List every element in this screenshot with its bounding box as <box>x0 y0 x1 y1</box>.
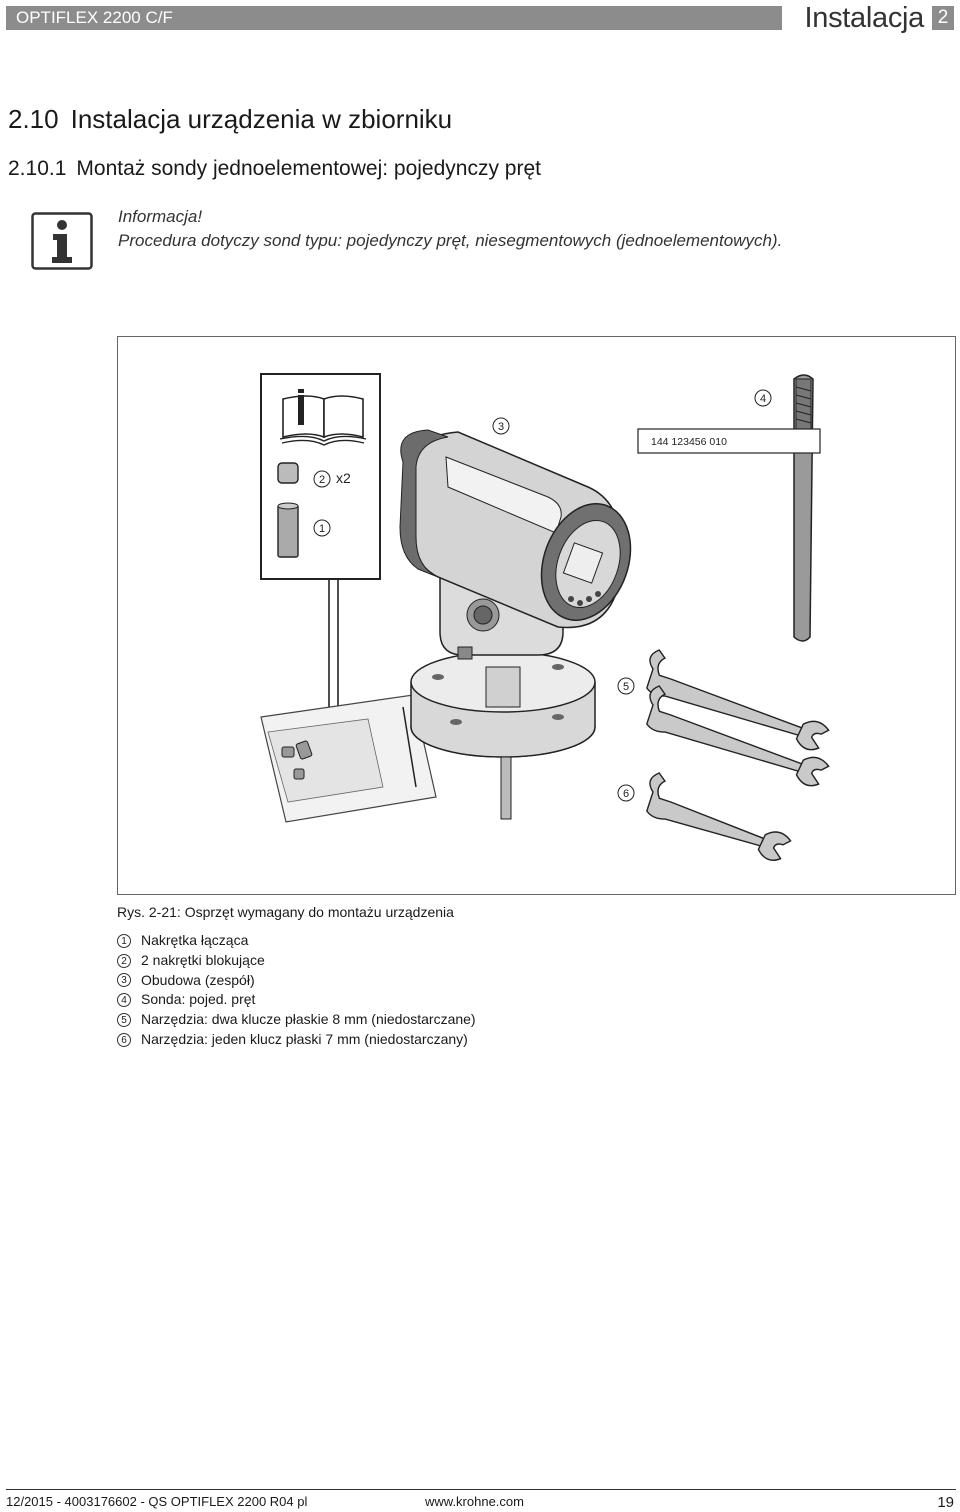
callout-3: 3 <box>498 421 504 433</box>
section-title: Instalacja <box>804 1 924 34</box>
footer-divider <box>6 1489 956 1490</box>
legend-item: 5 Narzędzia: dwa klucze płaskie 8 mm (ni… <box>117 1010 476 1030</box>
subsection-heading-title: Montaż sondy jednoelementowej: pojedyncz… <box>76 157 541 180</box>
footer-page-number: 19 <box>937 1494 954 1511</box>
callout-5: 5 <box>623 681 629 693</box>
manual-box <box>260 373 381 717</box>
footer-doc-ref: 12/2015 - 4003176602 - QS OPTIFLEX 2200 … <box>6 1494 308 1509</box>
section-heading-number: 2.10 <box>8 104 59 134</box>
multiplier-label: x2 <box>336 470 351 486</box>
figure-caption: Rys. 2-21: Osprzęt wymagany do montażu u… <box>117 904 454 920</box>
legend-text: Narzędzia: jeden klucz płaski 7 mm (nied… <box>141 1030 468 1047</box>
legend-text: 2 nakrętki blokujące <box>141 951 265 968</box>
info-title: Informacja! <box>118 207 203 226</box>
legend-item: 2 2 nakrętki blokujące <box>117 951 476 971</box>
figure-illustration: 144 123456 010 x2 2 1 3 4 5 6 <box>260 373 830 861</box>
header-product-bar: OPTIFLEX 2200 C/F <box>6 6 782 30</box>
legend-text: Nakrętka łącząca <box>141 932 249 948</box>
subsection-heading-number: 2.10.1 <box>8 157 67 180</box>
legend-item: 6 Narzędzia: jeden klucz płaski 7 mm (ni… <box>117 1030 476 1050</box>
legend-text: Sonda: pojed. pręt <box>141 991 256 1008</box>
legend-number: 1 <box>117 933 131 948</box>
figure-legend: 1 Nakrętka łącząca 2 2 nakrętki blokując… <box>117 931 476 1050</box>
wrenches <box>646 649 830 861</box>
section-heading: 2.10 Instalacja urządzenia w zbiorniku <box>8 104 452 135</box>
legend-number: 5 <box>117 1013 131 1028</box>
figure-labels: 144 123456 010 x2 2 1 3 4 5 6 <box>313 389 772 802</box>
accessory-bag <box>260 694 437 823</box>
legend-item: 3 Obudowa (zespół) <box>117 971 476 991</box>
legend-number: 3 <box>117 973 131 988</box>
callout-2: 2 <box>319 474 325 486</box>
legend-number: 4 <box>117 993 131 1008</box>
product-name: OPTIFLEX 2200 C/F <box>16 8 173 27</box>
legend-text: Narzędzia: dwa klucze płaskie 8 mm (nied… <box>141 1011 476 1028</box>
info-text: Procedura dotyczy sond typu: pojedynczy … <box>118 231 783 250</box>
probe-rod <box>637 374 821 642</box>
callout-1: 1 <box>319 523 325 535</box>
legend-item: 1 Nakrętka łącząca <box>117 931 476 951</box>
legend-number: 2 <box>117 953 131 968</box>
callout-4: 4 <box>760 393 766 405</box>
section-heading-title: Instalacja urządzenia w zbiorniku <box>70 104 453 134</box>
figure-frame: 144 123456 010 x2 2 1 3 4 5 6 <box>117 336 956 895</box>
legend-text: Obudowa (zespół) <box>141 971 255 988</box>
serial-tag-label: 144 123456 010 <box>651 436 727 448</box>
legend-item: 4 Sonda: pojed. pręt <box>117 990 476 1010</box>
footer-url-link[interactable]: www.krohne.com <box>425 1494 524 1509</box>
callout-6: 6 <box>623 788 629 800</box>
header-section: Instalacja 2 <box>804 0 954 36</box>
info-icon <box>31 212 93 270</box>
device-flange <box>410 651 596 820</box>
device-housing <box>399 429 632 660</box>
legend-number: 6 <box>117 1032 131 1047</box>
section-number: 2 <box>932 6 954 30</box>
subsection-heading: 2.10.1 Montaż sondy jednoelementowej: poj… <box>8 157 541 181</box>
